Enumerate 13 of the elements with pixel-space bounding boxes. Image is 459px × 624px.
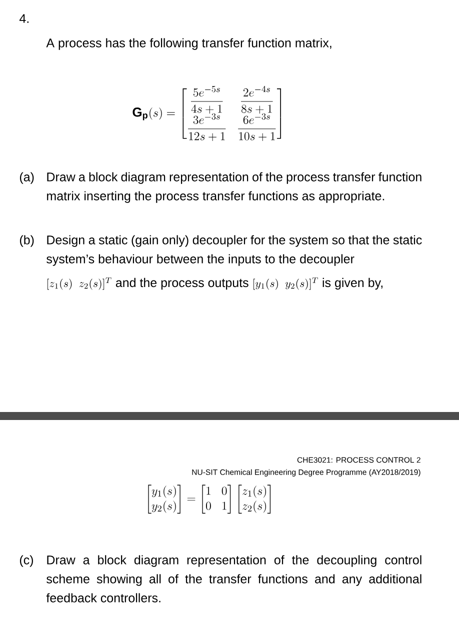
transfer-matrix-formula: $\mathbf{G}_{\mathbf{p}}(s)=\begin{bmatrix}\dfrac{5e^{-5s}}{4s+1} & \dfrac{2e^{-4s}}{8s+1}\\ \dfrac{3e^{-3s}}{12s+1} & \dfrac{6e^{-3s}}{10s+1}\end{bmatrix}$: [132, 86, 281, 142]
part-label: (b): [20, 235, 34, 247]
part-label: (a): [20, 172, 34, 184]
part-label: (c): [20, 555, 33, 567]
matrix-equation: $\begin{bmatrix}y_1(s)\\ y_2(s)\end{bmatrix}=\begin{bmatrix}1 & 0\\ 0 & 1\end{bmatrix}\begin{bmatrix}z_1(s)\\ z_2(s)\end{bmatrix}$: [148, 484, 271, 514]
question-text: Draw a block diagram representation of the process transfer function matrix inserting the process transfer functions as appropriate.: [47, 172, 422, 203]
question-text: is given by,: [322, 278, 382, 290]
inline-formula: $[y_1(s)\ \ y_2(s)]^T$: [254, 278, 318, 290]
inline-formula: $[z_1(s)\ \ z_2(s)]^T$: [47, 278, 112, 290]
question-text: A process has the following transfer function matrix,: [46, 38, 332, 50]
question-number: 4.: [19, 14, 28, 23]
question-text: Draw a block diagram representation of the decoupling control scheme showing all of the transfer functions and any additional feedback controllers.: [46, 555, 422, 602]
question-text: and the process outputs: [116, 278, 248, 290]
